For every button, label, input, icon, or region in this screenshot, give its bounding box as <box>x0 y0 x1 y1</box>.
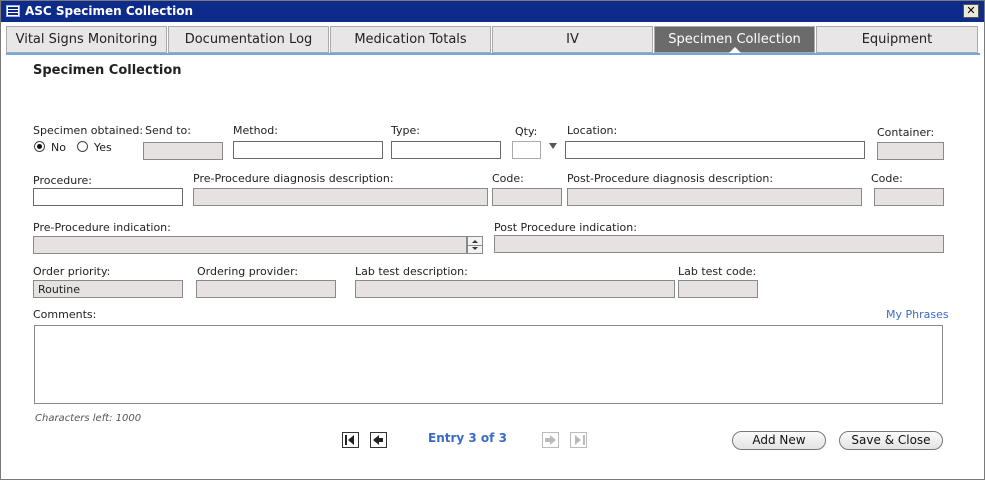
procedure-label: Procedure: <box>33 174 92 187</box>
method-label: Method: <box>233 124 278 137</box>
tab-vital-signs-monitoring[interactable]: Vital Signs Monitoring <box>6 26 167 53</box>
window-title: ASC Specimen Collection <box>25 4 194 18</box>
title-bar: ASC Specimen Collection ✕ <box>1 1 984 22</box>
last-entry-bar-icon <box>583 435 585 445</box>
spinner-up-icon[interactable] <box>472 240 478 243</box>
post-code-field[interactable] <box>874 188 944 206</box>
tab-medication-totals[interactable]: Medication Totals <box>330 26 491 53</box>
next-entry-button[interactable] <box>542 432 559 448</box>
qty-field[interactable] <box>512 141 541 159</box>
next-entry-arrow-icon <box>550 435 556 445</box>
previous-entry-arrow-icon <box>373 435 379 445</box>
lab-test-code-label: Lab test code: <box>678 265 757 278</box>
characters-left: Characters left: 1000 <box>35 413 142 424</box>
spinner-down-icon[interactable] <box>472 247 478 250</box>
lab-test-code-field[interactable] <box>678 280 758 298</box>
ordering-provider-label: Ordering provider: <box>197 265 299 278</box>
tab-specimen-collection[interactable]: Specimen Collection <box>654 26 815 53</box>
type-field[interactable] <box>391 141 501 159</box>
first-entry-bar-icon <box>345 435 347 445</box>
post-indication-label: Post Procedure indication: <box>494 221 637 234</box>
save-close-button[interactable]: Save & Close <box>839 431 943 450</box>
pre-diagnosis-label: Pre-Procedure diagnosis description: <box>193 172 394 185</box>
tab-iv[interactable]: IV <box>492 26 653 53</box>
ordering-provider-field[interactable] <box>196 280 336 298</box>
specimen-obtained-no-label: No <box>51 141 66 154</box>
pre-code-label: Code: <box>492 172 524 185</box>
pre-indication-label: Pre-Procedure indication: <box>33 221 171 234</box>
post-diagnosis-label: Post-Procedure diagnosis description: <box>567 172 774 185</box>
qty-label: Qty: <box>515 125 538 138</box>
spinner-divider <box>468 245 482 246</box>
specimen-obtained-yes-radio[interactable] <box>77 141 88 152</box>
specimen-obtained-label: Specimen obtained: <box>33 124 144 137</box>
entry-counter: Entry 3 of 3 <box>428 431 507 445</box>
post-diagnosis-field[interactable] <box>567 188 862 206</box>
send-to-field[interactable] <box>143 142 223 160</box>
order-priority-field[interactable]: Routine <box>33 280 183 298</box>
first-entry-arrow-icon <box>348 435 354 445</box>
lab-test-description-field[interactable] <box>355 280 675 298</box>
pre-indication-spinner[interactable] <box>467 236 483 254</box>
pre-indication-field[interactable] <box>33 236 467 254</box>
app-icon <box>6 5 20 17</box>
section-heading: Specimen Collection <box>33 63 182 78</box>
first-entry-button[interactable] <box>342 432 359 448</box>
method-field[interactable] <box>233 141 383 159</box>
tab-strip: Vital Signs Monitoring Documentation Log… <box>6 26 980 54</box>
pre-code-field[interactable] <box>492 188 562 206</box>
my-phrases-link[interactable]: My Phrases <box>886 308 949 321</box>
specimen-obtained-no-radio[interactable] <box>34 141 45 152</box>
location-field[interactable] <box>565 141 865 159</box>
tab-equipment[interactable]: Equipment <box>816 26 978 53</box>
qty-dropdown-arrow-icon[interactable] <box>549 143 557 149</box>
procedure-field[interactable] <box>33 188 183 206</box>
last-entry-arrow-icon <box>575 435 581 445</box>
tab-underline <box>6 53 980 55</box>
send-to-label: Send to: <box>145 124 191 137</box>
type-label: Type: <box>391 124 420 137</box>
container-label: Container: <box>877 126 935 139</box>
close-icon[interactable]: ✕ <box>963 4 979 18</box>
specimen-obtained-yes-label: Yes <box>94 141 112 154</box>
lab-test-description-label: Lab test description: <box>355 265 468 278</box>
post-code-label: Code: <box>871 172 903 185</box>
order-priority-label: Order priority: <box>33 265 111 278</box>
add-new-button[interactable]: Add New <box>732 431 826 450</box>
container-field[interactable] <box>877 142 944 160</box>
comments-textarea[interactable] <box>34 325 943 404</box>
previous-entry-stem <box>378 438 383 442</box>
comments-label: Comments: <box>33 308 97 321</box>
last-entry-button[interactable] <box>570 432 587 448</box>
tab-documentation-log[interactable]: Documentation Log <box>168 26 329 53</box>
pre-diagnosis-field[interactable] <box>193 188 488 206</box>
location-label: Location: <box>567 124 618 137</box>
next-entry-stem <box>545 438 550 442</box>
previous-entry-button[interactable] <box>370 432 387 448</box>
post-indication-field[interactable] <box>494 235 944 253</box>
